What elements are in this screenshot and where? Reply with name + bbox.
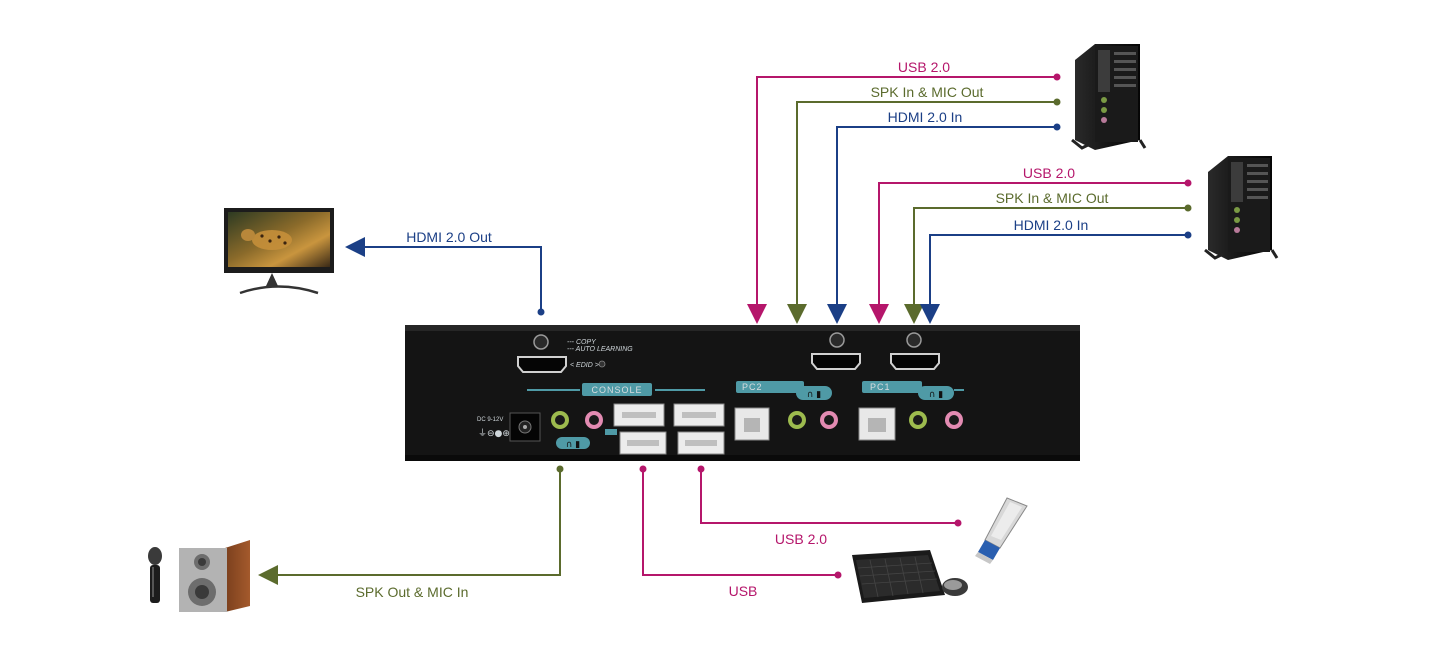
pc-top-hdmi-line [827,123,1061,324]
pc-top-usb-label: USB 2.0 [898,59,950,75]
keyboard-usb-line [639,465,842,579]
monitor-icon [224,208,334,295]
flash-usb-line [697,465,962,527]
dc-label: DC 9-12V [477,417,503,423]
headphone-mic-icon: ∩ ▮ [566,440,580,450]
edid-label: < EDID > [570,362,599,369]
pc-bottom-audio-line [904,204,1192,324]
keyboard-usb-label: USB [729,583,758,599]
speaker-audio-line [258,465,564,585]
console-label: CONSOLE [591,385,642,395]
console-hdmi-screw [533,334,549,350]
console-usb-ports [605,403,725,455]
pc1-audio-icon: ∩ ▮ [929,390,943,400]
keyboard-port-marker [605,429,617,435]
pc-tower-icon [1204,156,1279,260]
pc-bottom-usb-label: USB 2.0 [1023,165,1075,181]
pc-top-audio-line [787,98,1061,324]
kvm-switch-rear-panel: DC 9-12V ⏚⊖●⊕ --- COPY --- AUTO LEARNING… [405,325,1080,461]
speaker-icon [179,540,250,612]
console-hdmi-port[interactable] [517,356,567,373]
pc2-audio-icon: ∩ ▮ [807,390,821,400]
pc-top-hdmi-label: HDMI 2.0 In [888,109,963,125]
mouse-icon [942,578,968,596]
keyboard-icon [852,550,945,603]
pc1-label: PC1 [870,382,891,392]
pc-bottom-hdmi-line [920,231,1192,324]
monitor-hdmi-label: HDMI 2.0 Out [406,229,492,245]
monitor-hdmi-line [345,237,545,316]
pc-bottom-hdmi-label: HDMI 2.0 In [1014,217,1089,233]
edid-button[interactable] [598,360,606,368]
copy-label: --- COPY [567,339,597,346]
microphone-icon [148,547,162,603]
speaker-audio-label: SPK Out & MIC In [356,584,469,600]
flash-usb-label: USB 2.0 [775,531,827,547]
dc-polarity-icon: ⏚⊖●⊕ [478,428,510,439]
usb-flash-drive-icon [975,497,1028,564]
pc-bottom-usb-line [869,179,1192,324]
pc-bottom-audio-label: SPK In & MIC Out [996,190,1109,206]
pc1-usb-b-port[interactable] [858,407,896,441]
pc1-hdmi-port[interactable] [890,353,940,370]
pc-top-audio-label: SPK In & MIC Out [871,84,984,100]
pc-top-usb-line [747,73,1061,324]
pc1-hdmi-screw [906,332,922,348]
pc2-label: PC2 [742,382,763,392]
pc2-hdmi-screw [829,332,845,348]
pc2-hdmi-port[interactable] [811,353,861,370]
auto-learning-label: --- AUTO LEARNING [567,346,633,353]
pc-tower-icon [1071,44,1147,150]
